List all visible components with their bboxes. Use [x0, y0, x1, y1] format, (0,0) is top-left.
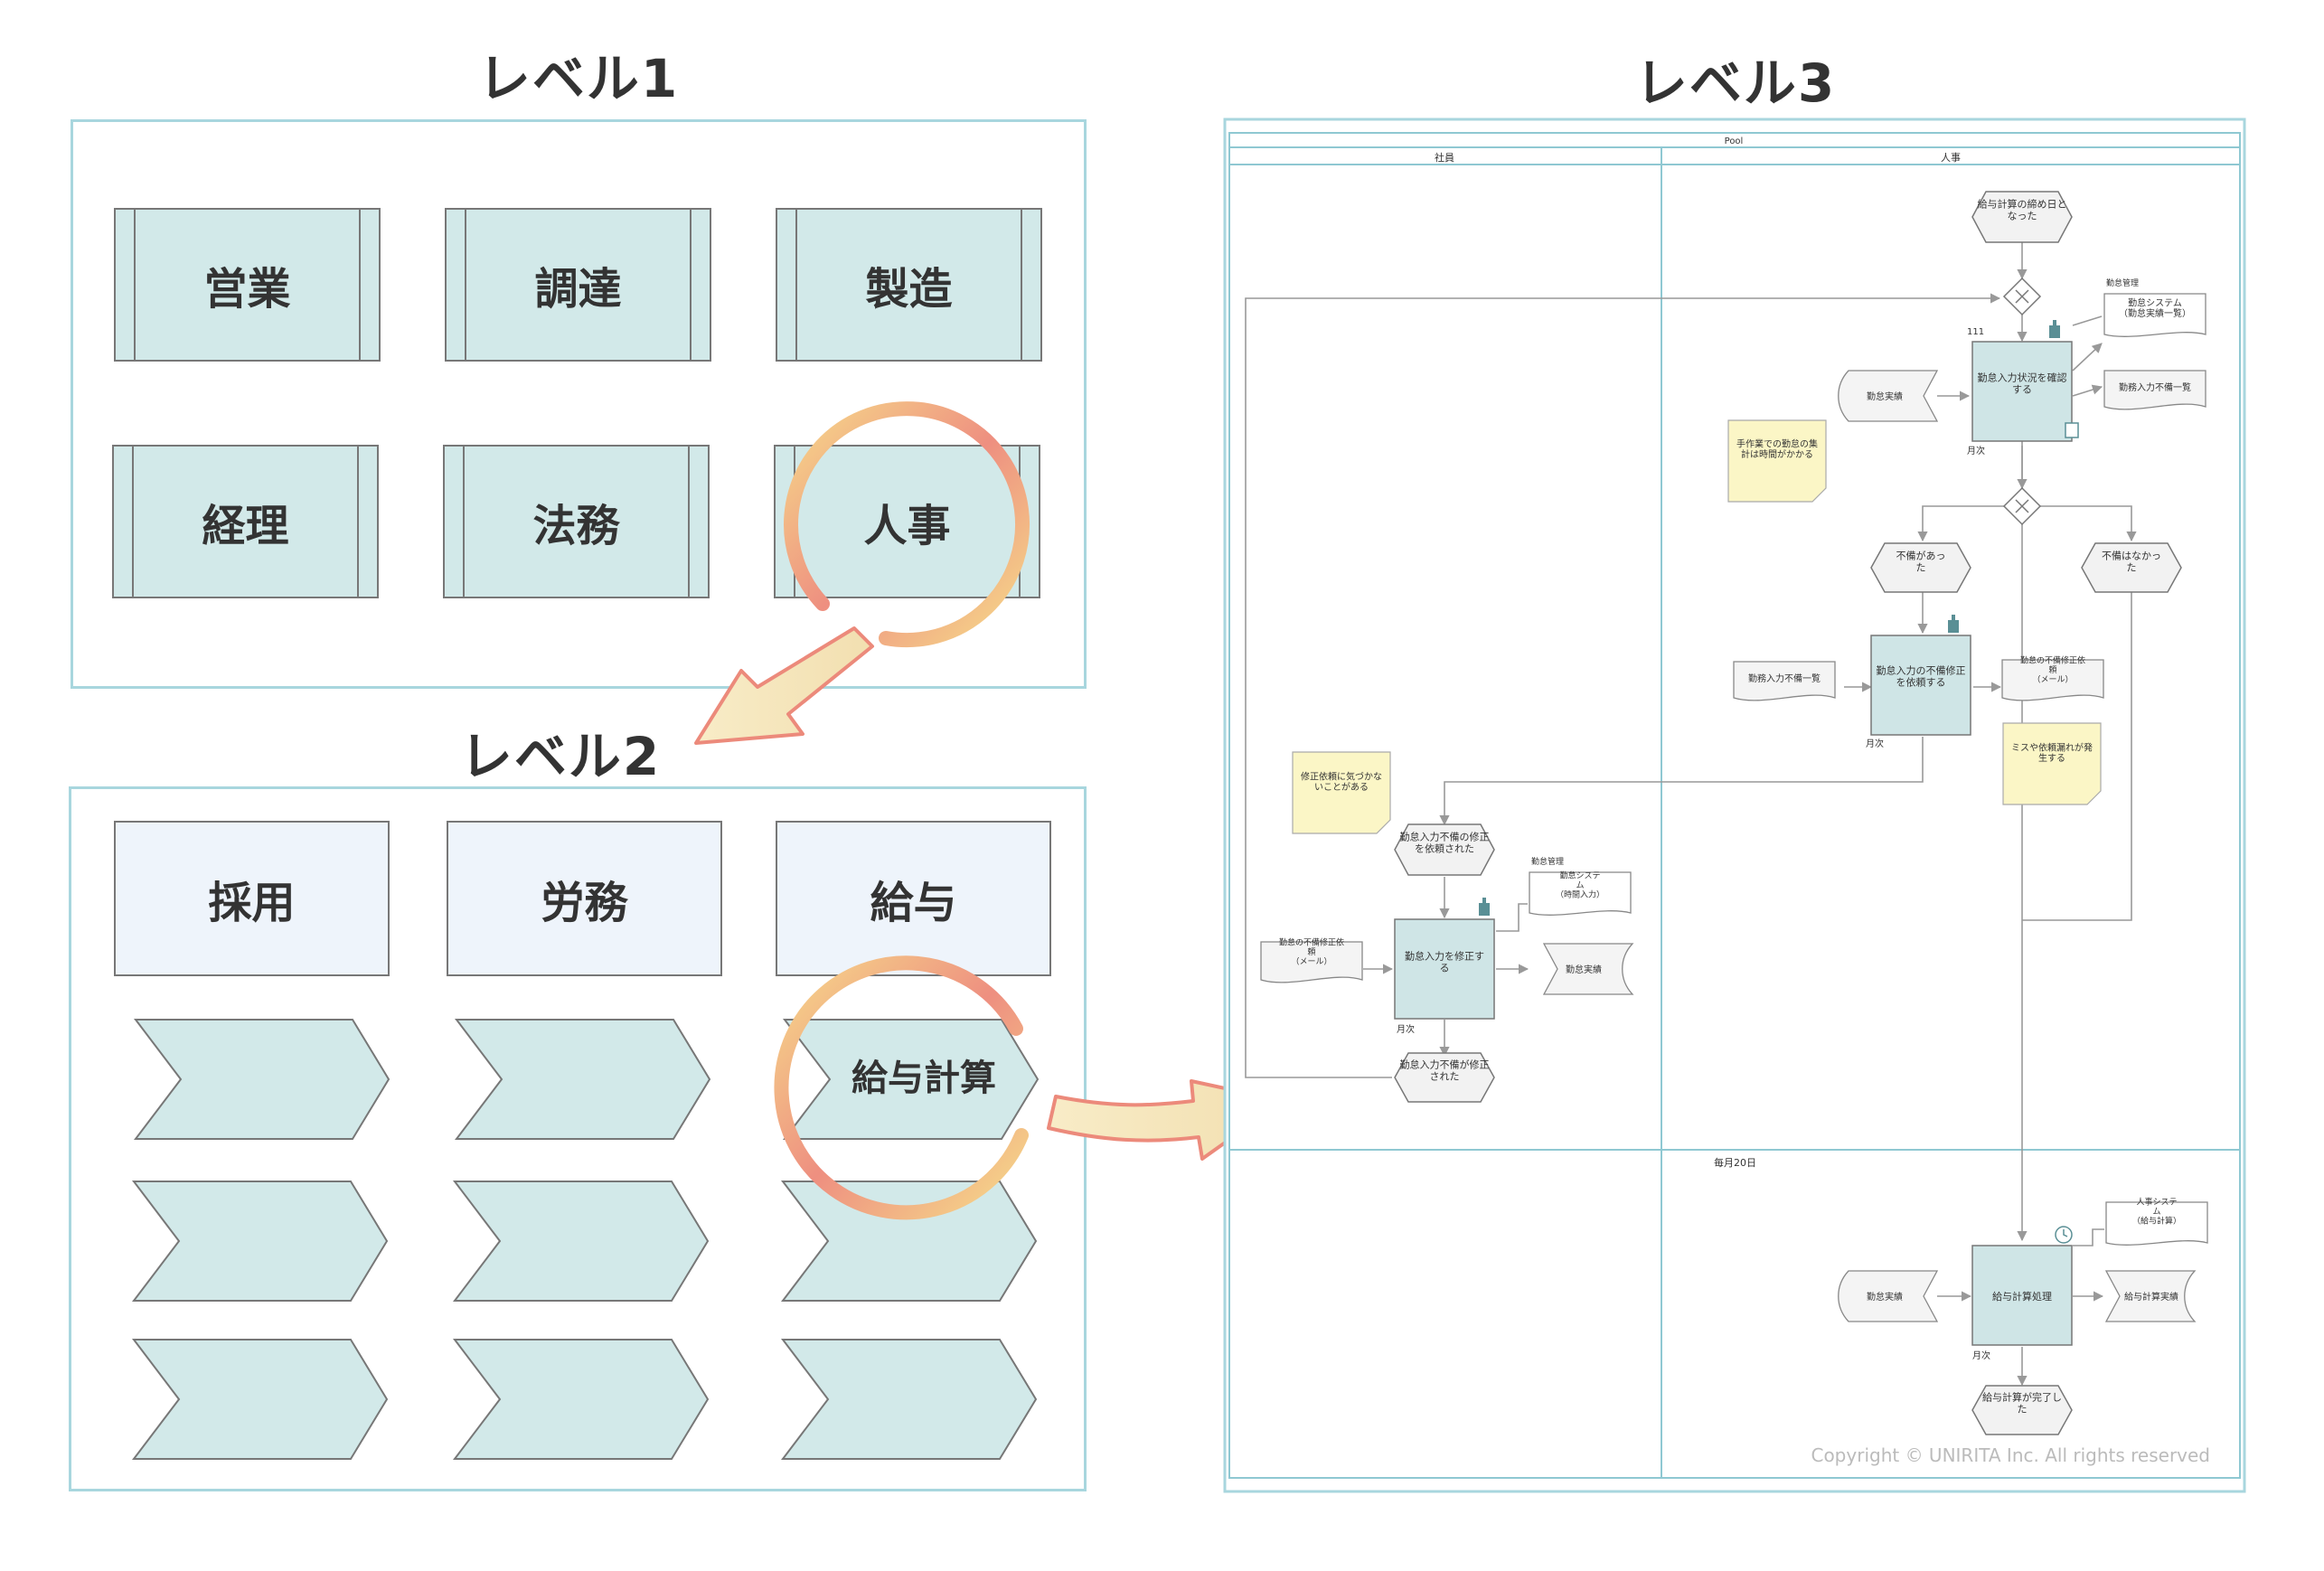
chevron-r1c3[interactable]	[782, 1019, 1040, 1140]
event-start[interactable]	[1971, 191, 2073, 243]
sys3[interactable]	[2105, 1201, 2208, 1246]
doc-defect-list-out-text: 勤務入力不備一覧	[2119, 381, 2191, 393]
task-payroll-text: 給与計算処理	[1992, 1290, 2052, 1303]
level1-item-accounting[interactable]: 経理	[112, 445, 379, 598]
event-start-text: 給与計算の締め日となった	[1978, 198, 2067, 222]
sys1-group: 勤怠管理	[2106, 278, 2139, 288]
level1-item-legal[interactable]: 法務	[443, 445, 710, 598]
freq-payroll: 月次	[1972, 1350, 1990, 1361]
doc-request-mail-out-text: 勤怠の不備修正依頼（メール）	[2020, 655, 2085, 685]
level3-panel	[1223, 118, 2246, 1493]
level1-heading: レベル1	[477, 48, 680, 109]
note-3-text: 修正依頼に気づかないことがある	[1301, 770, 1382, 793]
note-2[interactable]	[2002, 722, 2102, 805]
chevron-payroll-label: 給与計算	[852, 1058, 996, 1099]
sys1[interactable]	[2103, 293, 2206, 337]
doc-attendance-out-text: 勤怠実績	[1566, 964, 1602, 975]
sys1-text: 勤怠システム（勤怠実績一覧）	[2119, 296, 2191, 319]
level1-item-sales[interactable]: 営業	[114, 208, 381, 362]
event-requested-text: 勤怠入力不備の修正を依頼された	[1400, 831, 1490, 855]
level2-heading: レベル2	[459, 726, 662, 787]
task-request[interactable]	[1870, 635, 1971, 736]
level2-category-payroll[interactable]: 給与	[776, 821, 1051, 976]
level2-category-recruiting[interactable]: 採用	[114, 821, 390, 976]
doc-request-mail-in-text: 勤怠の不備修正依頼（メール）	[1279, 937, 1344, 967]
level1-item-hr[interactable]: 人事	[774, 445, 1040, 598]
level2-chevrons	[131, 1019, 1040, 1460]
event-requested[interactable]	[1394, 823, 1495, 876]
note-2-text: ミスや依頼漏れが発生する	[2011, 741, 2093, 764]
sys3-text: 人事システム（給与計算）	[2132, 1197, 2181, 1227]
event-end-text: 給与計算が完了した	[1982, 1391, 2062, 1416]
freq-every20: 毎月20日	[1714, 1157, 1756, 1169]
task-request-text: 勤怠入力の不備修正を依頼する	[1877, 664, 1966, 689]
doc-attendance-in-text: 勤怠実績	[1867, 390, 1903, 402]
chevron-r3c2[interactable]	[452, 1339, 710, 1460]
lane-employee: 社員	[1435, 151, 1454, 164]
chevron-r2c1[interactable]	[131, 1181, 389, 1302]
gateway-merge[interactable]	[2002, 277, 2042, 316]
level3-heading: レベル3	[1634, 52, 1837, 114]
sys2[interactable]	[1529, 871, 1632, 916]
event-end[interactable]	[1971, 1385, 2073, 1435]
event-corrected-text: 勤怠入力不備が修正された	[1400, 1058, 1490, 1083]
doc-request-mail-out[interactable]	[2001, 659, 2104, 701]
doc-attendance-out[interactable]	[1542, 943, 1634, 995]
level1-item-manufacturing[interactable]: 製造	[776, 208, 1042, 362]
doc-payroll-result[interactable]	[2104, 1270, 2197, 1322]
chevron-r1c1[interactable]	[133, 1019, 390, 1140]
level1-item-procurement[interactable]: 調達	[445, 208, 711, 362]
note-3[interactable]	[1292, 751, 1391, 834]
doc-request-mail-in[interactable]	[1260, 941, 1363, 983]
pool	[1228, 132, 2241, 1479]
freq-check: 月次	[1967, 445, 1985, 456]
chevron-r2c3[interactable]	[780, 1181, 1038, 1302]
doc-attendance-in[interactable]	[1838, 370, 1939, 422]
event-no-defect-text: 不備はなかった	[2102, 550, 2161, 574]
chevron-r3c1[interactable]	[131, 1339, 389, 1460]
highlight-ring-payroll	[774, 955, 1029, 1220]
lane-hr: 人事	[1941, 152, 1961, 164]
highlight-ring-hr	[784, 401, 1030, 648]
doc-attendance-in2-text: 勤怠実績	[1867, 1291, 1903, 1303]
arrow-level1-to-level2	[694, 626, 874, 745]
task-fix-text: 勤怠入力を修正する	[1405, 950, 1484, 974]
event-has-defect[interactable]	[1870, 542, 1971, 593]
task-check[interactable]	[1971, 341, 2073, 442]
chevron-r3c3[interactable]	[780, 1339, 1038, 1460]
freq-fix: 月次	[1397, 1023, 1415, 1035]
hand-icon	[2049, 320, 2060, 338]
gateway-split[interactable]	[2002, 486, 2042, 526]
sys2-group: 勤怠管理	[1531, 856, 1564, 867]
event-no-defect[interactable]	[2081, 542, 2182, 593]
doc-defect-list-out[interactable]	[2103, 370, 2206, 410]
copyright: Copyright © UNIRITA Inc. All rights rese…	[1811, 1444, 2210, 1466]
doc-attendance-in2[interactable]	[1838, 1270, 1939, 1322]
chevron-r2c2[interactable]	[452, 1181, 710, 1302]
hand-icon-3	[1479, 898, 1490, 916]
event-corrected[interactable]	[1394, 1052, 1495, 1103]
task-id: 111	[1967, 327, 1984, 337]
level2-category-labor[interactable]: 労務	[447, 821, 722, 976]
doc-payroll-result-text: 給与計算実績	[2124, 1291, 2178, 1303]
hand-icon-2	[1948, 615, 1959, 633]
freq-request: 月次	[1866, 738, 1884, 749]
event-has-defect-text: 不備があった	[1896, 550, 1946, 574]
doc-defect-list-in[interactable]	[1733, 661, 1836, 701]
task-check-text: 勤怠入力状況を確認する	[1978, 372, 2067, 396]
pool-label: Pool	[1725, 136, 1744, 146]
doc-defect-list-in-text: 勤務入力不備一覧	[1748, 673, 1821, 684]
sys2-text: 勤怠システム（時間入力）	[1556, 870, 1604, 900]
chevron-r1c2[interactable]	[454, 1019, 711, 1140]
note-1-text: 手作業での勤怠の集計は時間がかかる	[1736, 437, 1818, 460]
task-fix[interactable]	[1394, 918, 1495, 1020]
task-payroll[interactable]	[1971, 1245, 2073, 1346]
doc-icon	[2065, 422, 2079, 438]
note-1[interactable]	[1727, 419, 1827, 503]
